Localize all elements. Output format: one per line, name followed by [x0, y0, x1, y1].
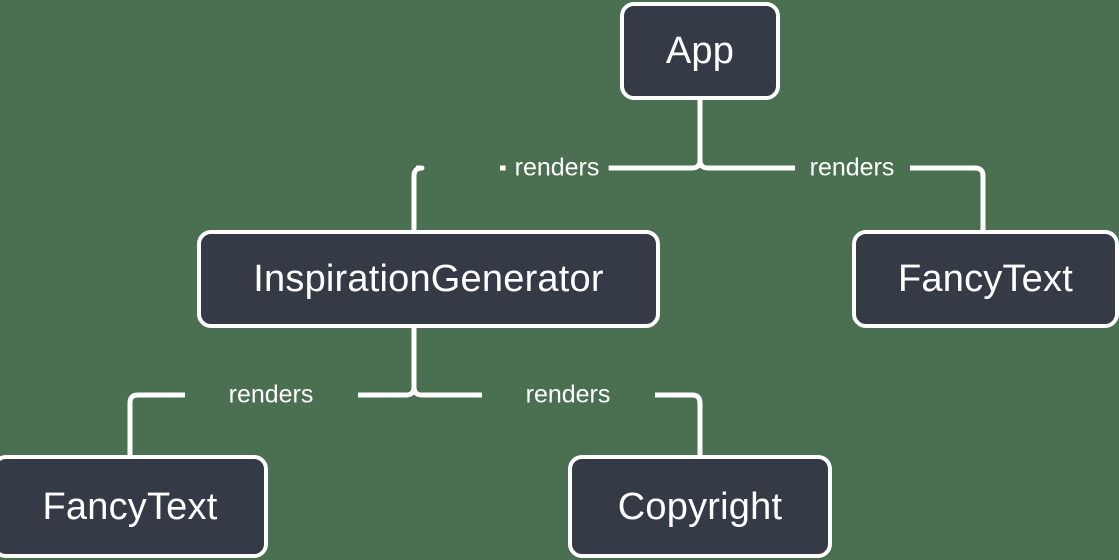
node-copyright[interactable]: Copyright	[568, 455, 832, 558]
node-inspiration-generator-label: InspirationGenerator	[253, 258, 604, 300]
node-app-label: App	[665, 30, 735, 72]
edge-inspirationgenerator-to-fancytext-left	[127, 392, 406, 455]
node-fancy-text-right-label: FancyText	[898, 258, 1073, 300]
edge-inspirationgenerator-stem-right	[411, 386, 423, 398]
edge-label-app-to-fancy-text-right: renders	[800, 155, 904, 181]
edge-app-stem	[691, 100, 703, 171]
edge-label-inspiration-generator-to-fancy-text: renders	[219, 382, 323, 408]
edge-inspirationgenerator-to-copyright	[422, 392, 703, 455]
edge-label-inspiration-generator-to-copyright: renders	[516, 382, 620, 408]
edge-label-app-to-inspiration-generator: renders	[505, 155, 609, 181]
node-app[interactable]: App	[620, 2, 780, 100]
edge-app-stem-right	[697, 159, 709, 171]
edge-inspirationgenerator-stem	[405, 328, 417, 398]
node-inspiration-generator[interactable]: InspirationGenerator	[197, 230, 660, 328]
node-fancy-text-right[interactable]: FancyText	[852, 230, 1119, 328]
node-fancy-text-bottom-left-label: FancyText	[42, 485, 218, 528]
node-copyright-label: Copyright	[617, 485, 783, 528]
node-fancy-text-bottom-left[interactable]: FancyText	[0, 455, 268, 558]
edge-app-to-fancytext-right	[708, 165, 986, 230]
